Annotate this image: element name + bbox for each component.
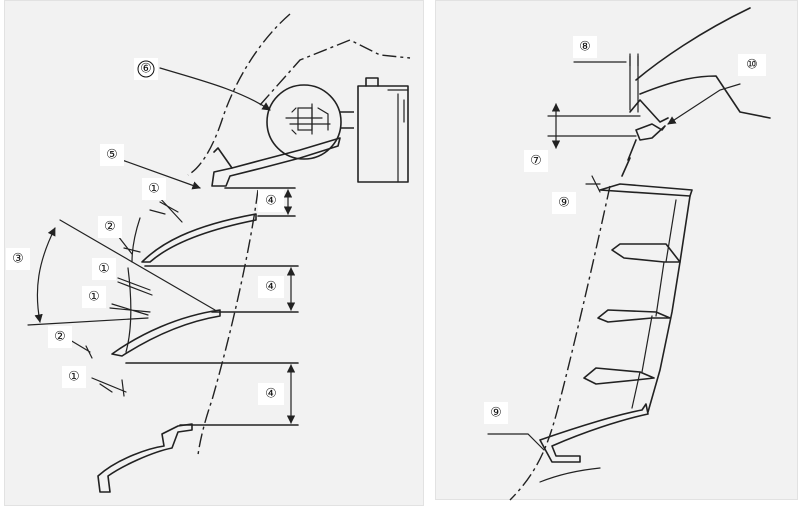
right-bottom-flange [539, 403, 649, 463]
svg-text:③: ③ [12, 252, 24, 267]
label-10: ⑩ [738, 54, 766, 76]
right-labels: ⑧ ⑩ ⑦ ⑨ ⑨ [484, 36, 766, 424]
right-upper-profile [635, 7, 751, 81]
left-labels: ⑥ ⑤ ① ④ ② ③ ① ④ [6, 58, 284, 405]
vane-2 [111, 309, 221, 357]
svg-text:②: ② [54, 330, 66, 345]
right-vane-3 [583, 367, 655, 385]
label-6: ⑥ [134, 58, 158, 80]
label-4b: ④ [258, 276, 284, 298]
center-reference-curve [197, 189, 259, 456]
svg-text:⑦: ⑦ [530, 154, 542, 169]
leader-5 [121, 159, 201, 190]
right-reference-curve [509, 185, 611, 501]
svg-text:⑧: ⑧ [579, 40, 591, 55]
svg-text:⑥: ⑥ [140, 62, 152, 77]
label-2b: ② [48, 326, 72, 348]
svg-text:①: ① [88, 290, 100, 305]
leader-6 [159, 67, 271, 111]
svg-text:②: ② [104, 220, 116, 235]
right-vane-2 [597, 309, 671, 323]
svg-text:①: ① [148, 182, 160, 197]
label-3: ③ [6, 248, 30, 270]
angle-3-arc [34, 227, 56, 323]
vane-3 [97, 423, 193, 493]
svg-text:⑨: ⑨ [558, 196, 570, 211]
left-structure [27, 13, 411, 493]
svg-text:④: ④ [265, 194, 277, 209]
bracket-assembly [357, 85, 409, 183]
fastener-detail [285, 103, 331, 135]
svg-text:①: ① [68, 370, 80, 385]
svg-text:①: ① [98, 262, 110, 277]
svg-text:④: ④ [265, 280, 277, 295]
vane-1 [141, 213, 257, 263]
upper-profile-line [259, 39, 411, 106]
label-5: ⑤ [100, 144, 124, 166]
fairing-lip [635, 123, 666, 141]
right-vane-1 [611, 243, 681, 263]
svg-text:④: ④ [265, 387, 277, 402]
label-8: ⑧ [573, 36, 597, 58]
label-1d: ① [62, 366, 86, 388]
upper-skin-flange [211, 137, 341, 187]
leader-10 [667, 83, 741, 125]
label-1c: ① [82, 286, 106, 308]
label-2a: ② [98, 216, 122, 238]
label-7: ⑦ [524, 150, 548, 172]
label-4a: ④ [258, 190, 284, 212]
outer-reference-curve [187, 13, 291, 176]
label-9a: ⑨ [552, 192, 576, 214]
casing-outline [647, 195, 691, 413]
svg-text:⑤: ⑤ [106, 148, 118, 163]
label-1a: ① [142, 178, 166, 200]
label-1b: ① [92, 258, 116, 280]
label-9b: ⑨ [484, 402, 508, 424]
label-4c: ④ [258, 383, 284, 405]
svg-text:⑨: ⑨ [490, 406, 502, 421]
right-structure [487, 7, 771, 501]
right-top-vane [599, 183, 693, 197]
detail-circle [266, 84, 342, 160]
svg-text:⑩: ⑩ [746, 58, 758, 73]
